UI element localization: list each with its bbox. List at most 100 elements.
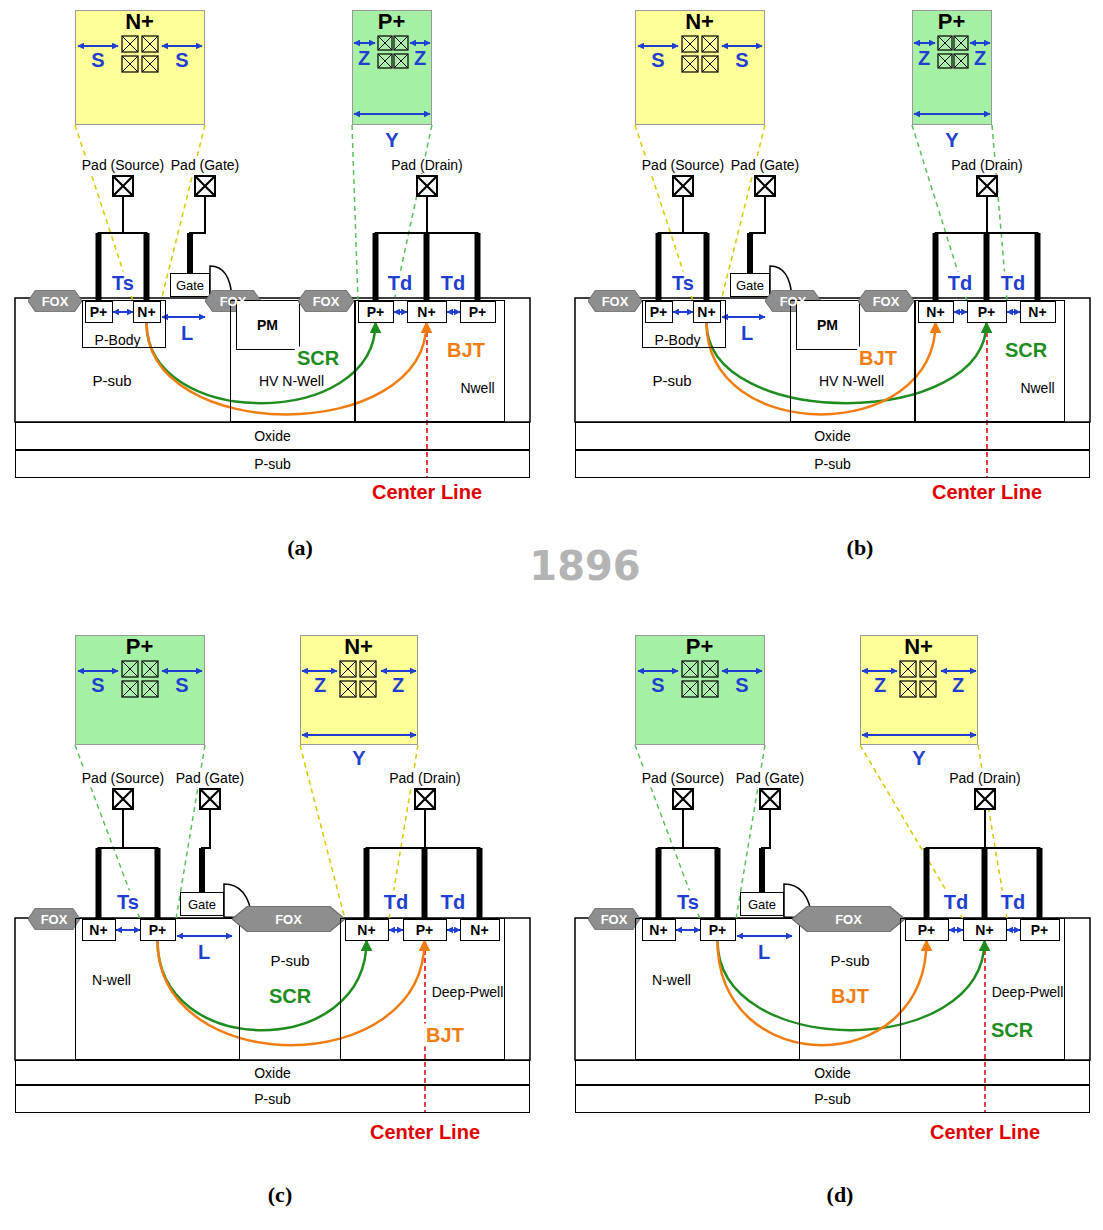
contact-bar <box>477 848 483 919</box>
diffusion-region: P+ <box>1020 919 1060 941</box>
wire <box>427 197 478 301</box>
gate-poly: Gate <box>740 892 784 916</box>
wire <box>683 810 718 919</box>
node-label: Gate <box>188 897 216 912</box>
contact-bar <box>96 848 102 919</box>
fox-outline <box>588 290 642 312</box>
zoom-box: N+ <box>635 10 765 125</box>
well-region: NwellN+P+N+ <box>915 300 1065 422</box>
contact-cross <box>702 36 718 52</box>
node-label: Gate <box>176 278 204 293</box>
contact-square <box>702 36 718 52</box>
diffusion-region: P+ <box>645 301 673 323</box>
node-label: P-sub <box>254 1091 291 1107</box>
contact-wire <box>683 810 718 919</box>
contact-square <box>954 54 968 68</box>
dimension-arrow <box>447 311 460 313</box>
node-label: FOX <box>601 912 628 927</box>
pad-cross <box>674 177 692 195</box>
contact-bar <box>1035 233 1041 301</box>
node-label: N-well <box>92 972 131 988</box>
node-label: P+ <box>149 922 167 938</box>
wire <box>376 197 428 301</box>
pad-cross-line <box>114 177 132 195</box>
panel-caption: (a) <box>287 535 313 561</box>
dimension-arrow <box>941 670 976 672</box>
contact-cross <box>682 681 698 697</box>
field-oxide: FOX <box>858 290 914 312</box>
diffusion-region: N+ <box>693 301 721 323</box>
dimension-arrow <box>862 734 976 736</box>
pad-label: Pad (Gate) <box>174 770 246 786</box>
region-label: P-sub <box>92 372 131 389</box>
edge-label: SCR <box>267 985 313 1008</box>
pad-cross-line <box>976 790 994 808</box>
dimension-arrow <box>162 670 202 672</box>
node-label: P+ <box>126 634 154 660</box>
bond-pad: Pad (Drain) <box>976 175 998 197</box>
contact-bar <box>422 848 428 919</box>
diffusion-region: N+ <box>133 301 161 323</box>
wire <box>987 197 1038 301</box>
field-oxide: FOX <box>232 906 345 932</box>
edge-label: SCR <box>295 347 341 370</box>
contact-bar <box>747 233 753 273</box>
contact-cross <box>142 36 158 52</box>
diffusion-region: N+ <box>918 301 954 323</box>
diffusion-region: P+ <box>140 919 176 941</box>
dimension-arrow <box>394 311 407 313</box>
pad-cross <box>416 790 434 808</box>
diffusion-region: P+ <box>460 301 496 323</box>
diffusion-region: P+ <box>85 301 113 323</box>
wire <box>750 197 765 273</box>
zoom-leader <box>75 125 133 301</box>
bond-pad: Pad (Gate) <box>759 788 781 810</box>
contact-cross <box>122 661 138 677</box>
edge-label: SCR <box>1003 339 1049 362</box>
dimension-arrow <box>1007 311 1020 313</box>
contact-square <box>682 36 698 52</box>
pad-cross <box>756 177 774 195</box>
contact-wire <box>659 810 684 919</box>
gate-poly: Gate <box>180 892 224 916</box>
contact-square <box>122 56 138 72</box>
contact-square <box>682 681 698 697</box>
pad-cross-line <box>416 790 434 808</box>
pad-cross-line <box>674 177 692 195</box>
dimension-label: Td <box>387 272 413 295</box>
contact-bar <box>656 233 662 301</box>
dimension-label: Td <box>440 272 466 295</box>
current-curve <box>158 941 425 1046</box>
node-label: FOX <box>313 294 340 309</box>
diffusion-region: P+ <box>967 301 1007 323</box>
layer-band: Oxide <box>15 1060 530 1085</box>
contact-square <box>360 661 376 677</box>
contact-cross <box>122 36 138 52</box>
dimension-arrow <box>410 42 430 44</box>
node-label: HV N-Well <box>819 373 884 389</box>
region-label: P-sub <box>652 372 691 389</box>
contact-bar <box>475 233 481 301</box>
contact-square <box>920 681 936 697</box>
layer-band: Oxide <box>15 422 530 450</box>
well-region: Deep-PwellN+P+N+ <box>340 918 505 1060</box>
contact-bar <box>187 233 193 273</box>
pad-label: Pad (Gate) <box>729 157 801 173</box>
bond-pad: Pad (Source) <box>112 788 134 810</box>
node-label: N+ <box>125 9 154 35</box>
node-label: Gate <box>748 897 776 912</box>
node-label: P+ <box>650 304 668 320</box>
node-label: FOX <box>835 912 862 927</box>
bond-pad: Pad (Source) <box>672 788 694 810</box>
node-label: FOX <box>41 912 68 927</box>
dimension-arrow <box>676 929 700 931</box>
pad-cross <box>418 177 436 195</box>
dimension-label: Td <box>947 272 973 295</box>
contact-square <box>378 54 392 68</box>
diffusion-region: N+ <box>460 919 500 941</box>
contact-bar <box>924 848 930 919</box>
dimension-arrow <box>302 670 337 672</box>
contact-square <box>682 56 698 72</box>
dimension-label: Ts <box>671 272 695 295</box>
well-region: N-wellN+P+ <box>635 918 800 1060</box>
